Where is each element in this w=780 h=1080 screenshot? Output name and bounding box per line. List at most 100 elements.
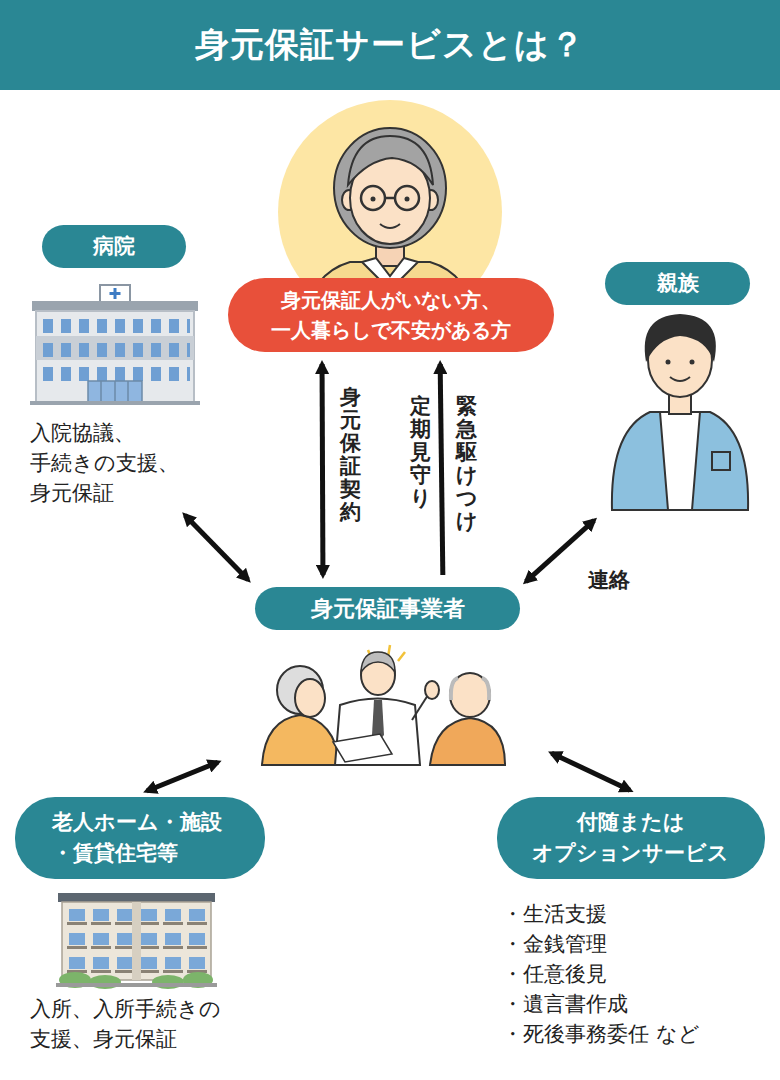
illustration-space <box>600 305 755 515</box>
connector-arrow <box>440 364 443 575</box>
meeting-illustration-part <box>412 695 428 720</box>
hospital-icon-part <box>36 311 194 402</box>
connector-arrow <box>320 364 326 575</box>
meeting-illustration-part <box>425 681 439 699</box>
hospital-icon-part <box>32 301 198 311</box>
hospital-icon-part <box>100 285 130 302</box>
illustration-space <box>255 630 520 765</box>
text-run: 病院 <box>93 234 135 258</box>
node-label: 付随または オプションサービス <box>532 807 729 869</box>
meeting-illustration-part <box>450 673 490 717</box>
elderly-person-icon-part-part <box>334 128 446 248</box>
meeting-illustration-part <box>361 652 395 672</box>
node-group: 病院入院協議、 手続きの支援、 身元保証 <box>28 225 228 508</box>
hospital-icon-part <box>88 381 142 402</box>
node-label: 親族 <box>657 268 699 299</box>
apartment-icon-part <box>62 902 211 980</box>
elderly-person-icon <box>278 100 502 340</box>
hospital-icon-part <box>40 315 190 381</box>
text-run: ・金銭管理 <box>502 932 607 956</box>
text-run: 一人暮らしで不安がある方 <box>271 318 511 342</box>
meeting-illustration-part <box>262 715 340 765</box>
relative-person-icon-part <box>645 314 716 362</box>
elderly-person-icon-part-part <box>361 186 385 210</box>
relative-person-icon-part <box>666 360 671 365</box>
apartment-icon <box>56 893 217 989</box>
node-body-text: 入所、入所手続きの 支援、身元保証 <box>30 994 232 1054</box>
relative-person-icon <box>612 314 748 510</box>
node-group: 親族 <box>600 262 755 515</box>
text-run: ・賃貸住宅等 <box>52 841 178 865</box>
edge-label: 身元保証契約 <box>340 386 361 525</box>
apartment-icon-part <box>58 893 215 902</box>
edge-label: 緊急駆けつけ <box>456 395 477 534</box>
text-run: 入所、入所手続きの <box>30 997 221 1021</box>
connector-arrow <box>552 753 630 790</box>
text-run: ・生活支援 <box>502 902 607 926</box>
text-run: オプションサービス <box>532 841 729 865</box>
relative-person-icon-part <box>712 452 730 470</box>
connector-arrow <box>147 762 218 791</box>
hospital-icon <box>30 285 200 405</box>
text-run: ・遺言書作成 <box>502 992 628 1016</box>
text-run: 身元保証人がいない方、 <box>281 288 501 312</box>
connector-arrow <box>526 520 594 581</box>
person-pill: 身元保証人がいない方、 一人暮らしで不安がある方 <box>228 278 554 352</box>
text-run: 身元保証 <box>30 481 114 505</box>
label-pill: 身元保証事業者 <box>255 587 520 630</box>
relative-person-icon-part <box>670 377 690 381</box>
hospital-icon-part <box>101 381 128 402</box>
hospital-icon-part <box>110 288 121 299</box>
node-body-text: ・生活支援 ・金銭管理 ・任意後見 ・遺言書作成 ・死後事務委任 など <box>502 899 708 1049</box>
text-run: 親族 <box>657 271 699 295</box>
edge-label: 連絡 <box>588 566 630 594</box>
meeting-illustration <box>262 645 505 765</box>
text-run: など <box>656 1022 700 1046</box>
node-group: 付随または オプションサービス・生活支援 ・金銭管理 ・任意後見 ・遺言書作成 … <box>497 797 765 1049</box>
relative-person-icon-part <box>660 412 700 510</box>
text-run: 入院協議、 <box>30 421 135 445</box>
node-label: 身元保証人がいない方、 一人暮らしで不安がある方 <box>267 285 515 345</box>
title-band: 身元保証サービスとは？ <box>0 0 780 90</box>
node-label: 病院 <box>93 231 135 262</box>
text-run: ・任意後見 <box>502 962 607 986</box>
apartment-icon-part <box>56 983 217 987</box>
text-run: 手続きの支援、 <box>30 451 179 475</box>
elderly-person-icon-part-part <box>395 186 419 210</box>
elderly-person-icon-part-part <box>371 197 376 202</box>
text-run: 身元保証事業者 <box>311 596 465 621</box>
node-group: 老人ホーム・施設 ・賃貸住宅等入所、入所手続きの 支援、身元保証 <box>15 797 275 1054</box>
meeting-illustration-part <box>451 678 489 700</box>
label-pill: 病院 <box>42 225 186 268</box>
node-body-text: 入院協議、 手続きの支援、 身元保証 <box>30 418 188 508</box>
text-run: 老人ホーム・施設 <box>52 810 222 834</box>
free-label: 定期見守り <box>410 395 431 510</box>
text-run: 付随または <box>577 810 685 834</box>
meeting-illustration-part <box>295 679 325 717</box>
elderly-person-icon-part <box>278 100 502 324</box>
node-label: 身元保証事業者 <box>311 593 465 624</box>
label-pill: 老人ホーム・施設 ・賃貸住宅等 <box>15 797 265 879</box>
label-pill: 親族 <box>605 262 750 305</box>
hospital-icon-part <box>30 401 200 405</box>
text-run: 支援、身元保証 <box>30 1027 177 1051</box>
apartment-icon-part <box>132 902 141 980</box>
title: 身元保証サービスとは？ <box>195 22 585 68</box>
meeting-illustration-part <box>430 718 505 765</box>
relative-person-icon-part <box>612 412 748 510</box>
elderly-person-icon-part-part <box>405 197 410 202</box>
text-run: ・死後事務委任 <box>502 1022 649 1046</box>
meeting-illustration-part <box>333 734 392 762</box>
node-label: 老人ホーム・施設 ・賃貸住宅等 <box>52 807 228 869</box>
elderly-person-icon-part-part <box>380 224 400 228</box>
relative-person-icon-part <box>690 360 695 365</box>
elderly-person-icon-part-part <box>385 197 395 200</box>
node-group: 身元保証事業者 <box>255 587 520 765</box>
label-pill: 付随または オプションサービス <box>497 797 765 879</box>
elderly-person-icon-part-part <box>348 136 433 185</box>
connector-arrow <box>185 515 248 580</box>
